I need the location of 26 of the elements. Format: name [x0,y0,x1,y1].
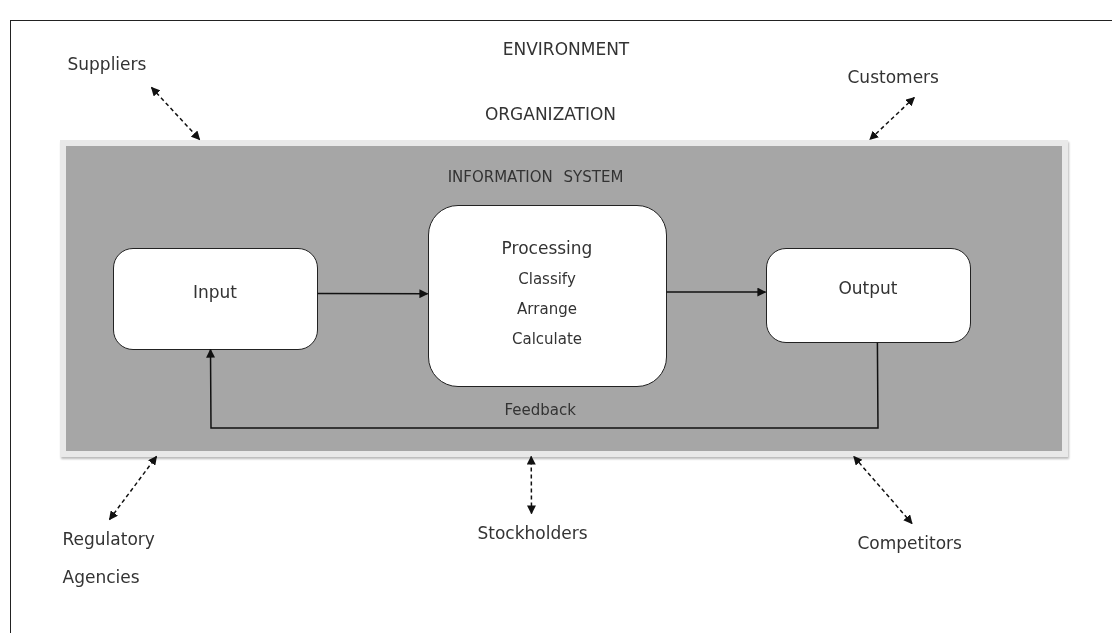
arrow [665,287,767,297]
dashed-double-arrow [526,455,536,515]
dashed-double-arrow [853,455,913,525]
box-title: Input [193,280,237,304]
stakeholder-label: Competitors [857,531,962,555]
rounded-box [112,247,318,350]
dashed-double-arrow [869,96,916,141]
system-heading: INFORMATION SYSTEM [446,167,625,186]
dashed-double-arrow [150,86,201,141]
process-step: Arrange [517,293,577,324]
process-box [427,204,667,387]
stakeholder-label: Customers [847,65,939,89]
dashed-double-arrow [108,455,158,521]
process-step: Classify [518,263,576,294]
arrow [206,341,879,429]
organization-heading: ORGANIZATION [483,103,618,124]
environment-frame [10,20,1112,633]
process-step: Calculate [511,323,583,354]
diagram-heading: ENVIRONMENT [501,39,631,59]
box-title: Output [838,277,898,300]
rounded-box [765,247,971,343]
arrow [316,289,429,299]
stakeholder-label: Suppliers [67,52,147,76]
box-title: Processing [501,236,593,260]
stakeholder-label: Regulatory Agencies [62,527,156,589]
stakeholder-label: Stockholders [477,521,588,545]
